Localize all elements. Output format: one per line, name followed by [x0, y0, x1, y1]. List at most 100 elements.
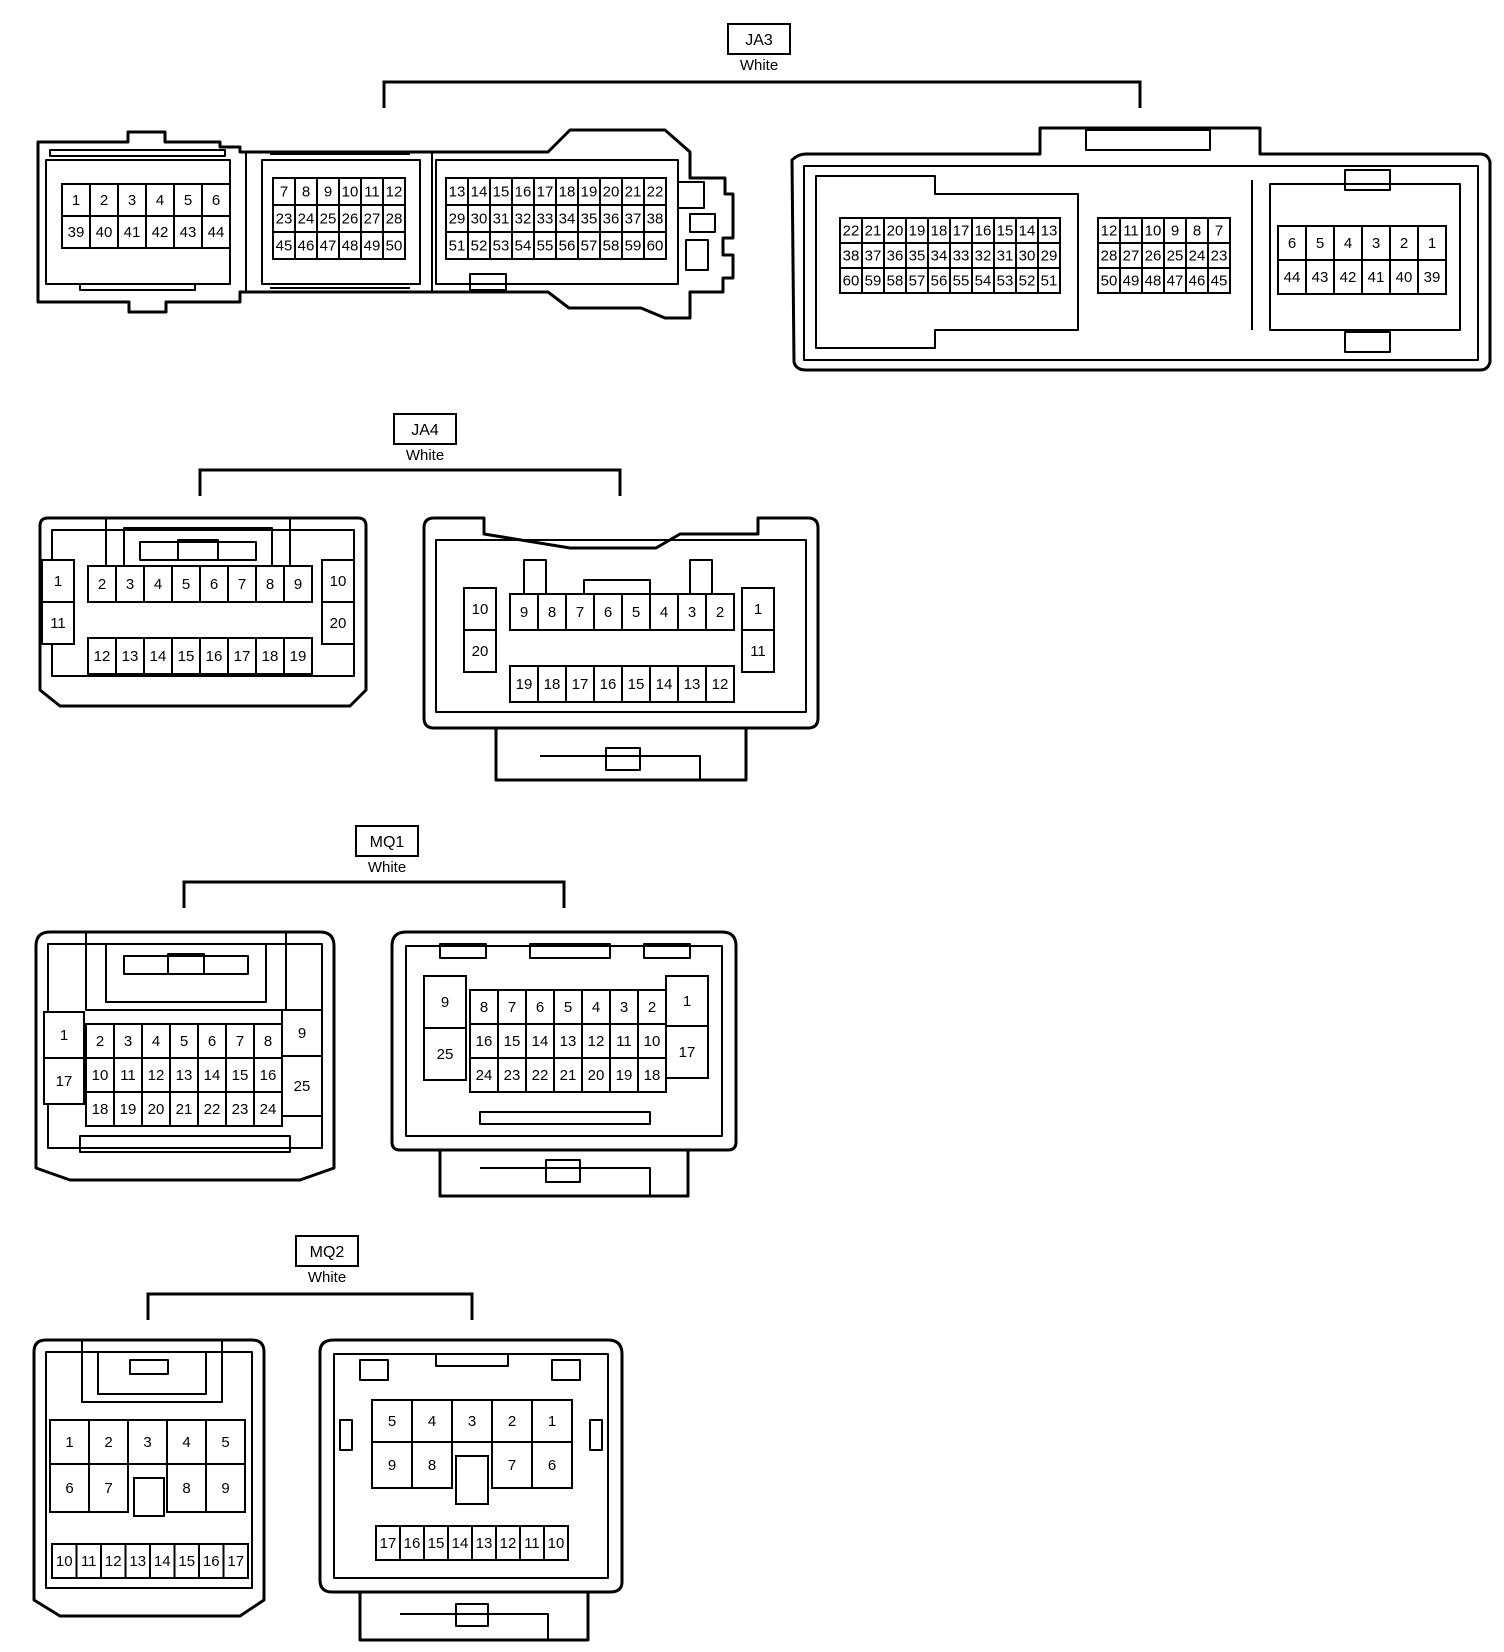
ja3-left-pin-label: 44: [208, 224, 225, 241]
mq1-left-pin-label: 20: [148, 1101, 165, 1118]
ja4-left-pin-label: 15: [178, 648, 195, 665]
ja3-left-pin-label: 34: [559, 211, 576, 228]
ja4-right-pin-label: 6: [604, 604, 612, 621]
mq1-right-pin-cavity: [637, 1057, 667, 1093]
ja3-right-pin-label: 58: [887, 273, 904, 290]
mq1-left-pin-label: 15: [232, 1067, 249, 1084]
mq2-label: MQ2: [310, 1244, 345, 1261]
ja3-left-pin-label: 1: [72, 192, 80, 209]
mq2-right-pin-cavity: [543, 1525, 569, 1561]
mq2-left-pin-label: 17: [227, 1553, 244, 1570]
ja3-right-pin-label: 33: [953, 248, 970, 265]
ja4-left-pin-cavity: [41, 601, 75, 645]
mq2-right-pin-cavity: [411, 1441, 453, 1489]
ja3-left-pin-label: 5: [184, 192, 192, 209]
ja4-left-pin-label: 18: [262, 648, 279, 665]
ja3-label: JA3: [745, 32, 773, 49]
ja3-right-pin-label: 16: [975, 223, 992, 240]
mq1-left-pin-cavity: [113, 1091, 143, 1127]
ja3-right-pin-label: 6: [1288, 235, 1296, 252]
mq2-right-pin-label: 17: [380, 1535, 397, 1552]
mq1-left-pin-cavity: [141, 1091, 171, 1127]
ja3-right-pin-label: 54: [975, 273, 992, 290]
ja3-left-pin-label: 48: [342, 238, 359, 255]
ja4-left-pin-cavity: [199, 565, 229, 603]
ja3-left-pin-label: 10: [342, 184, 359, 201]
mq2-right-pin-label: 11: [524, 1535, 540, 1552]
mq2-left-pin-label: 5: [221, 1434, 229, 1451]
mq2-left-pin-cavity: [127, 1419, 168, 1465]
mq1-right-pin-label: 23: [504, 1067, 521, 1084]
ja3-right-pin-label: 21: [865, 223, 882, 240]
ja3-right-pin-label: 44: [1284, 269, 1301, 286]
ja4-right-pin-cavity: [593, 665, 623, 703]
ja3-left-pin-label: 16: [515, 184, 532, 201]
ja4-left-pin-cavity: [115, 565, 145, 603]
mq1-right-pin-cavity: [469, 1057, 499, 1093]
ja4-left-pin-cavity: [321, 559, 355, 603]
mq2-right-housing: [318, 1338, 624, 1642]
ja4-right-pin-cavity: [537, 593, 567, 631]
ja4-right-pin-cavity: [565, 665, 595, 703]
mq2-left-pin-cavity: [88, 1463, 129, 1513]
ja3-left-pin-label: 46: [298, 238, 315, 255]
ja3-left-pin-label: 15: [493, 184, 510, 201]
ja3-right-pin-label: 28: [1101, 248, 1118, 265]
mq1-left-pin-label: 21: [176, 1101, 193, 1118]
mq2-right-pin-cavity: [399, 1525, 425, 1561]
mq2-color: White: [308, 1269, 346, 1286]
mq1-color: White: [368, 859, 406, 876]
ja3-left-pin-label: 4: [156, 192, 164, 209]
mq2-right-pin-label: 4: [428, 1413, 436, 1430]
ja4-left-pin-label: 13: [122, 648, 139, 665]
ja4-right-pin-cavity: [705, 665, 735, 703]
ja3-right-pin-label: 1: [1428, 235, 1436, 252]
ja3-left-pin-label: 7: [280, 184, 288, 201]
ja3-right-pin-label: 7: [1215, 223, 1223, 240]
ja3-left-pin-label: 54: [515, 238, 532, 255]
ja3-right-pin-label: 22: [843, 223, 860, 240]
ja4-label: JA4: [411, 422, 439, 439]
ja3-left-pin-cavity: [145, 215, 175, 249]
mq1-left-pin-cavity: [281, 1009, 323, 1057]
ja4-right-pin-label: 10: [472, 601, 489, 618]
ja3-left-pin-label: 14: [471, 184, 488, 201]
mq2-right-pin-label: 3: [468, 1413, 476, 1430]
ja3-right-pin-cavity: [1417, 259, 1447, 295]
ja3-left-pin-label: 47: [320, 238, 337, 255]
ja3-left-pin-label: 19: [581, 184, 598, 201]
ja4-right-pin-cavity: [537, 665, 567, 703]
mq2-left-pin-label: 7: [104, 1480, 112, 1497]
ja3-left-pin-label: 52: [471, 238, 488, 255]
ja3-left-pin-label: 50: [386, 238, 403, 255]
mq2-left-pin-label: 3: [143, 1434, 151, 1451]
ja3-right-pin-label: 15: [997, 223, 1014, 240]
mq1-left-pin-cavity: [197, 1023, 227, 1059]
ja3-right-pin-label: 45: [1211, 273, 1228, 290]
mq2-left-pin-label: 2: [104, 1434, 112, 1451]
ja3-right-pin-label: 52: [1019, 273, 1036, 290]
mq1-left-pin-label: 22: [204, 1101, 221, 1118]
ja3-right-pin-cavity: [1361, 259, 1391, 295]
mq1-right-pin-cavity: [637, 1023, 667, 1059]
ja3-right-pin-label: 27: [1123, 248, 1140, 265]
mq2-left-pin-label: 8: [182, 1480, 190, 1497]
ja4-right-pin-label: 1: [754, 601, 762, 618]
ja3-left-pin-label: 3: [128, 192, 136, 209]
mq1-right-pin-label: 12: [588, 1033, 605, 1050]
ja3-right-pin-cavity: [1361, 225, 1391, 261]
ja3-right-pin-label: 46: [1189, 273, 1206, 290]
ja4-right-pin-cavity: [677, 665, 707, 703]
ja3-right-pin-label: 20: [887, 223, 904, 240]
mq2-left-pin-cavity: [205, 1419, 246, 1465]
ja4-right-pin-label: 15: [628, 676, 645, 693]
ja3-right-pin-label: 8: [1193, 223, 1201, 240]
ja3-left-pin-label: 43: [180, 224, 197, 241]
mq1-right-pin-label: 18: [644, 1067, 661, 1084]
ja3-right-pin-label: 60: [843, 273, 860, 290]
mq1-right-pin-label: 8: [480, 999, 488, 1016]
mq1-left-pin-cavity: [225, 1091, 255, 1127]
ja4-left-pin-label: 19: [290, 648, 307, 665]
mq2-right-pin-label: 1: [548, 1413, 556, 1430]
